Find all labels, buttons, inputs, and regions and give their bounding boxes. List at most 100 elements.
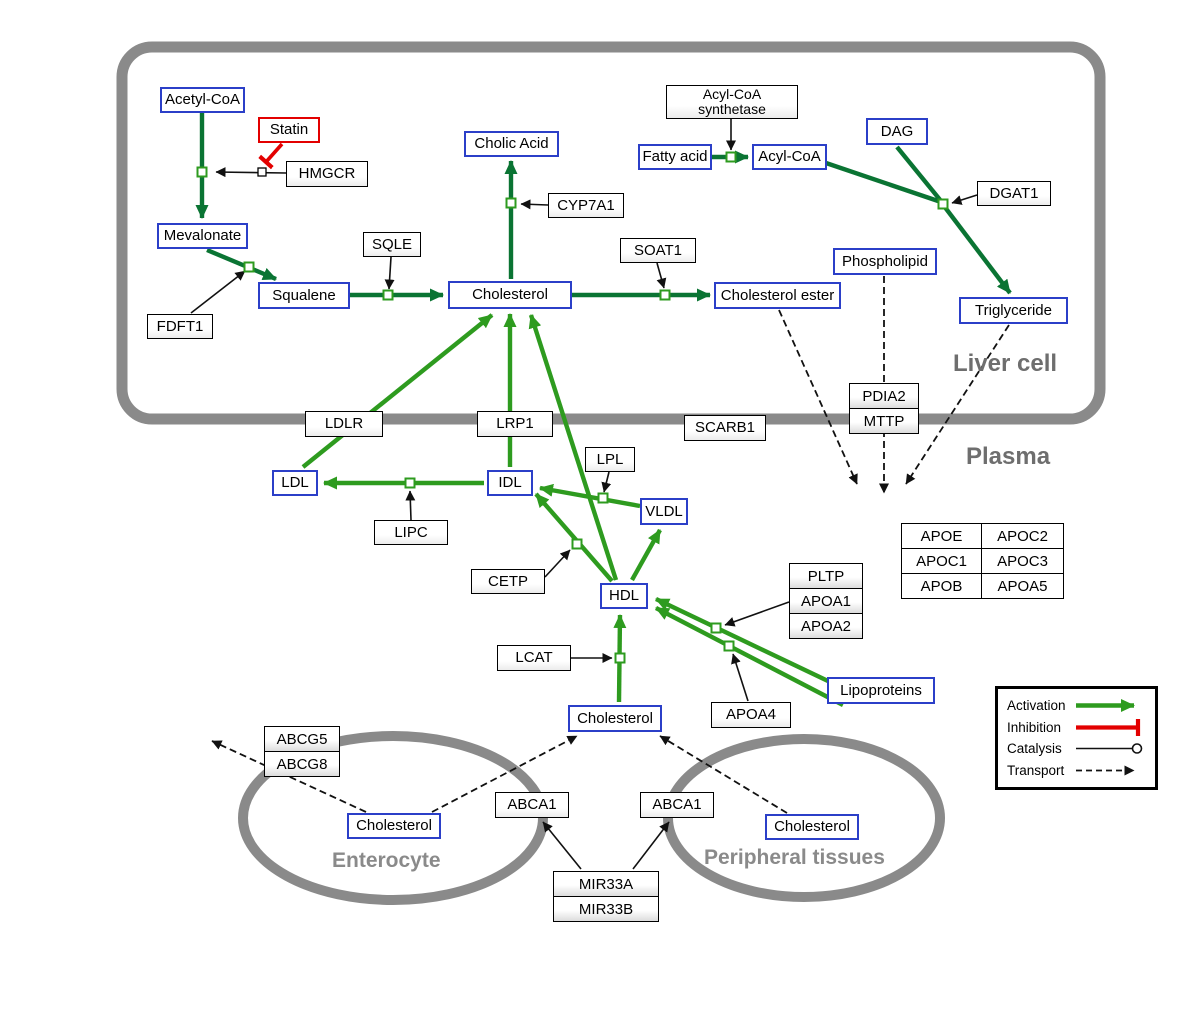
node-hmgcr[interactable]: HMGCR (286, 161, 368, 187)
edge-dag-dgat1node (895, 145, 943, 203)
transport-edges (211, 276, 1010, 814)
catalysis-edges (190, 119, 978, 870)
cat-mir33-abca1-right (632, 821, 670, 870)
node-idl[interactable]: IDL (487, 470, 533, 496)
liver-cell-membrane (116, 41, 1106, 425)
legend-transport-label: Transport (1007, 762, 1065, 778)
legend-inhibition-label: Inhibition (1007, 719, 1062, 735)
transport-enterocyte-cholesterol-efflux (431, 735, 578, 813)
edge-lipoproteins-hdl-lower (654, 606, 845, 707)
cat-lipc (405, 490, 416, 521)
node-apoa2[interactable]: APOA2 (790, 613, 862, 638)
lipoprotein-edges (301, 313, 845, 707)
node-pltp[interactable]: PLTP (790, 564, 862, 588)
legend: Activation Inhibition Catalysis Transpor… (995, 686, 1158, 790)
node-phospholipid[interactable]: Phospholipid (833, 248, 937, 275)
cat-hmgcr (215, 167, 287, 178)
node-cholesterol-plasma[interactable]: Cholesterol (568, 705, 662, 732)
liver-cell-label: Liver cell (953, 350, 1058, 377)
node-abcg5[interactable]: ABCG5 (265, 727, 339, 751)
node-cholesterol-enterocyte[interactable]: Cholesterol (347, 813, 441, 839)
node-apoa4[interactable]: APOA4 (711, 702, 791, 728)
edge-ldl-ldlr-cholesterol (301, 313, 494, 469)
node-statin[interactable]: Statin (258, 117, 320, 143)
node-apoc2[interactable]: APOC2 (982, 524, 1064, 549)
node-squalene[interactable]: Squalene (258, 282, 350, 309)
edge-dgat1node-triglyceride (942, 204, 1012, 295)
node-group-abcg5-abcg8: ABCG5 ABCG8 (264, 726, 340, 777)
node-ldl[interactable]: LDL (272, 470, 318, 496)
node-cholesterol-peripheral[interactable]: Cholesterol (765, 814, 859, 840)
node-cholesterol-liver[interactable]: Cholesterol (448, 281, 572, 309)
node-cholic-acid[interactable]: Cholic Acid (464, 131, 559, 157)
peripheral-tissues-label: Peripheral tissues (704, 846, 885, 869)
node-dgat1[interactable]: DGAT1 (977, 181, 1051, 206)
apolipoprotein-table: APOE APOC2 APOC1 APOC3 APOB APOA5 (901, 523, 1064, 599)
cat-apoa4 (731, 653, 749, 702)
cat-sqle (384, 256, 395, 290)
edge-acylcoa-dgat1node (825, 160, 942, 205)
transport-peripheral-cholesterol-efflux (659, 735, 788, 814)
node-abca1-enterocyte[interactable]: ABCA1 (495, 792, 569, 818)
node-cholesterol-ester[interactable]: Cholesterol ester (714, 282, 841, 309)
node-sqle[interactable]: SQLE (363, 232, 421, 257)
node-mir33a[interactable]: MIR33A (554, 872, 658, 896)
legend-catalysis-label: Catalysis (1007, 741, 1062, 757)
node-cetp[interactable]: CETP (471, 569, 545, 594)
plasma-label: Plasma (966, 443, 1051, 470)
node-lpl[interactable]: LPL (585, 447, 635, 472)
node-acyl-coa[interactable]: Acyl-CoA (752, 144, 827, 170)
cat-soat1 (656, 262, 667, 289)
node-apoa1[interactable]: APOA1 (790, 588, 862, 613)
node-ldlr[interactable]: LDLR (305, 411, 383, 437)
edge-hdl-idl-cetp (534, 492, 614, 583)
node-dag[interactable]: DAG (866, 118, 928, 145)
node-mttp[interactable]: MTTP (850, 408, 918, 433)
node-fatty-acid[interactable]: Fatty acid (638, 144, 712, 170)
cat-mir33-abca1-left (542, 821, 582, 870)
edge-vldl-idl (539, 483, 641, 509)
catalysis-anchor-square (257, 167, 267, 177)
node-group-mir33: MIR33A MIR33B (553, 871, 659, 922)
node-scarb1[interactable]: SCARB1 (684, 415, 766, 441)
node-abcg8[interactable]: ABCG8 (265, 751, 339, 776)
node-apoa5[interactable]: APOA5 (982, 574, 1064, 599)
node-vldl[interactable]: VLDL (640, 498, 688, 525)
transport-triglyceride-secretion (905, 324, 1010, 485)
node-group-pltp-apoa: PLTP APOA1 APOA2 (789, 563, 863, 639)
node-apoc1[interactable]: APOC1 (902, 549, 982, 574)
node-lipoproteins[interactable]: Lipoproteins (827, 677, 935, 704)
node-triglyceride[interactable]: Triglyceride (959, 297, 1068, 324)
node-hdl[interactable]: HDL (600, 583, 648, 609)
node-fdft1[interactable]: FDFT1 (147, 314, 213, 339)
node-acetyl-coa[interactable]: Acetyl-CoA (160, 87, 245, 113)
catalysis-circle-icon (1076, 743, 1143, 755)
edge-lipoproteins-hdl-upper (655, 597, 829, 683)
node-apoe[interactable]: APOE (902, 524, 982, 549)
node-lcat[interactable]: LCAT (497, 645, 571, 671)
node-abca1-peripheral[interactable]: ABCA1 (640, 792, 714, 818)
node-apob[interactable]: APOB (902, 574, 982, 599)
node-mir33b[interactable]: MIR33B (554, 896, 658, 921)
cat-fdft1 (190, 270, 246, 314)
inhibition-statin-hmgcr (258, 142, 284, 170)
membranes (116, 41, 1106, 905)
node-lipc[interactable]: LIPC (374, 520, 448, 545)
legend-row-transport: Transport (1007, 760, 1146, 782)
acyl-coa-synthetase-line1: Acyl-CoA (702, 85, 762, 102)
edge-hdl-vldl (630, 528, 662, 582)
acyl-coa-synthetase-line2: synthetase (698, 101, 766, 117)
transport-dashed-arrow-icon (1076, 765, 1135, 776)
node-lrp1[interactable]: LRP1 (477, 411, 553, 437)
node-cyp7a1[interactable]: CYP7A1 (548, 193, 624, 218)
node-group-pdia2-mttp: PDIA2 MTTP (849, 383, 919, 434)
node-soat1[interactable]: SOAT1 (620, 238, 696, 263)
node-acyl-coa-synthetase[interactable]: Acyl-CoA synthetase (666, 85, 798, 119)
cat-lpl (601, 471, 612, 493)
node-apoc3[interactable]: APOC3 (982, 549, 1064, 574)
node-pdia2[interactable]: PDIA2 (850, 384, 918, 408)
reaction-nodes (196, 151, 949, 664)
edge-hdl-cholesterol (528, 314, 619, 581)
cat-cetp (544, 549, 571, 578)
node-mevalonate[interactable]: Mevalonate (157, 223, 248, 249)
